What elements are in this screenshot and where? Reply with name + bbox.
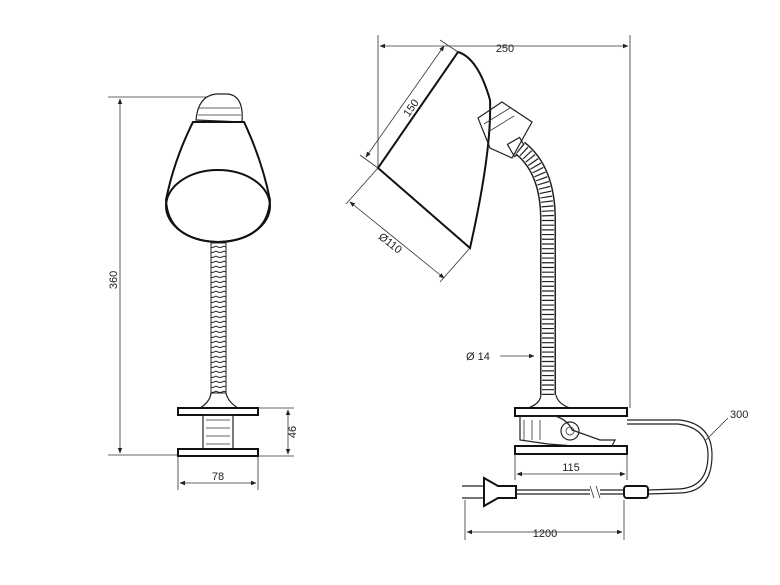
arm-diameter-dimension: Ø 14 — [466, 351, 535, 363]
power-cord: 300 — [627, 409, 748, 495]
front-clamp — [177, 407, 259, 457]
side-lamp-shade — [376, 50, 533, 250]
side-clamp — [514, 407, 628, 455]
clamp-width-label: 115 — [562, 462, 580, 474]
shade-length-label: 150 — [401, 97, 421, 119]
cable — [516, 485, 624, 499]
side-gooseneck — [514, 141, 571, 409]
power-plug — [462, 476, 517, 508]
inline-switch — [623, 485, 649, 499]
front-gooseneck — [197, 242, 241, 409]
side-view: 250 150 Ø110 — [345, 35, 748, 540]
cord-length-label: 300 — [730, 409, 748, 421]
front-view: 360 — [108, 93, 299, 490]
clamp-height-dimension: 46 — [258, 407, 299, 457]
front-lamp-head — [164, 93, 272, 244]
front-width-dimension: 78 — [177, 456, 259, 490]
arm-diameter-label: Ø 14 — [466, 351, 490, 363]
cable-length-label: 1200 — [533, 528, 557, 540]
cable-length-dimension: 1200 — [464, 500, 625, 540]
shade-length-dimension: 150 — [359, 39, 459, 169]
front-height-label: 360 — [108, 271, 120, 289]
front-width-label: 78 — [212, 471, 224, 483]
shade-diameter-dimension: Ø110 — [345, 167, 471, 283]
clamp-width-dimension: 115 — [514, 454, 628, 480]
front-clamp-height-label: 46 — [287, 426, 299, 438]
height-dimension: 360 — [108, 96, 206, 456]
side-width-dimension: 250 — [377, 35, 631, 408]
side-width-label: 250 — [496, 43, 514, 55]
